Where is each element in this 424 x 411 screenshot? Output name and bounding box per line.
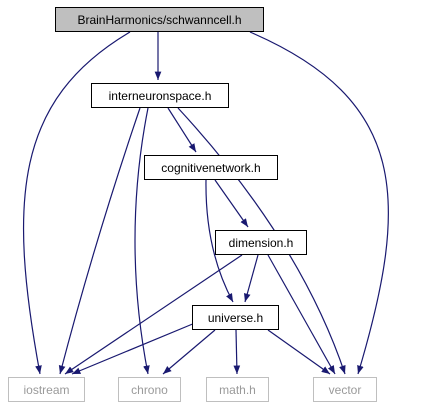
edge-schwanncell-to-vector (249, 31, 390, 375)
edge-interneuronspace-to-cognitivenetwork (167, 107, 197, 153)
edge-cognitivenetwork-to-dimension (214, 179, 249, 228)
edge-dimension-to-vector (267, 254, 336, 375)
edge-universe-to-vector (267, 329, 331, 375)
edge-universe-to-math (233, 329, 241, 375)
node-schwanncell-h[interactable]: BrainHarmonics/schwanncell.h (55, 7, 264, 32)
node-interneuronspace-h[interactable]: interneuronspace.h (91, 83, 229, 108)
edge-interneuronspace-to-iostream (58, 107, 141, 375)
edge-dimension-to-iostream (64, 254, 243, 375)
edge-dimension-to-universe (244, 254, 259, 303)
node-iostream: iostream (8, 377, 85, 402)
edge-universe-to-chrono (162, 329, 216, 375)
node-universe-h[interactable]: universe.h (192, 305, 279, 330)
node-math-h: math.h (206, 377, 269, 402)
node-cognitivenetwork-h[interactable]: cognitivenetwork.h (144, 155, 278, 180)
node-vector: vector (313, 377, 377, 402)
node-dimension-h[interactable]: dimension.h (215, 230, 307, 255)
node-chrono: chrono (118, 377, 181, 402)
edge-interneuronspace-to-chrono (134, 107, 150, 375)
edge-cognitivenetwork-to-universe (205, 179, 234, 303)
edge-schwanncell-to-iostream (22, 31, 131, 375)
edge-universe-to-iostream (71, 322, 196, 375)
